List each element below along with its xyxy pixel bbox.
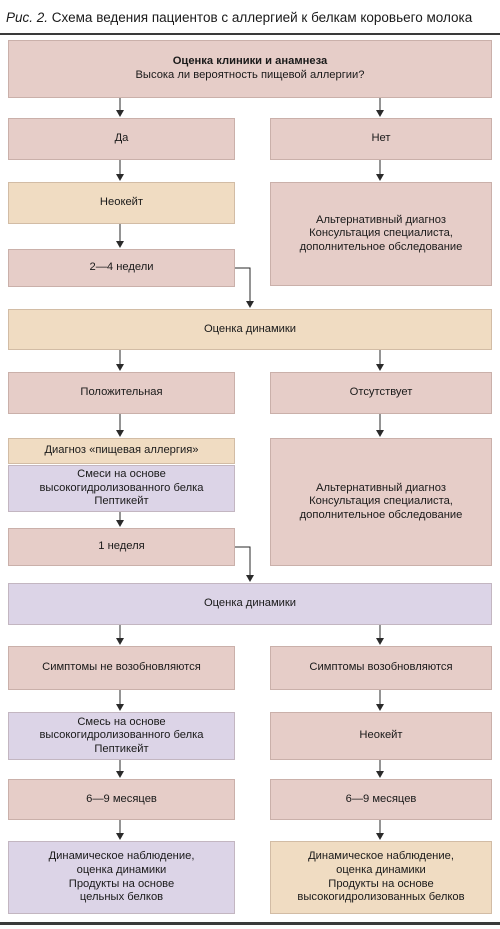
- mix-left-line2: высокогидролизованного белка: [39, 729, 204, 742]
- no-recur-label: Симптомы не возобновляются: [42, 661, 201, 674]
- alt1-line3: дополнительное обследование: [299, 240, 463, 253]
- dynamics-label-2: Оценка динамики: [203, 597, 297, 610]
- alternative-box-2: Альтернативный диагноз Консультация спец…: [270, 438, 492, 566]
- assessment-title: Оценка клиники и анамнеза: [172, 55, 328, 68]
- alternative-box-1: Альтернативный диагноз Консультация спец…: [270, 182, 492, 286]
- neocate-box-2: Неокейт: [270, 712, 492, 760]
- final-right-line3: Продукты на основе: [328, 877, 434, 890]
- alt1-line2: Консультация специалиста,: [309, 227, 453, 240]
- mix-left-line1: Смесь на основе: [77, 715, 166, 728]
- dynamics-label-1: Оценка динамики: [203, 322, 297, 335]
- bottom-divider: [0, 922, 500, 925]
- neocate-label-2: Неокейт: [359, 729, 403, 742]
- neocate-box-1: Неокейт: [8, 182, 235, 224]
- alt2-line3: дополнительное обследование: [299, 508, 463, 521]
- arrow-weeks-dynamics: [235, 267, 254, 308]
- no-box: Нет: [270, 118, 492, 160]
- mixes-line3: Пептикейт: [94, 495, 149, 508]
- recur-label: Симптомы возобновляются: [309, 661, 453, 674]
- title-divider: [0, 33, 500, 35]
- diagnosis-label: Диагноз «пищевая аллергия»: [44, 444, 199, 457]
- week-box: 1 неделя: [8, 528, 235, 566]
- assessment-question: Высока ли вероятность пищевой аллергии?: [135, 69, 365, 81]
- week-label: 1 неделя: [98, 540, 145, 553]
- final-left-line4: цельных белков: [79, 891, 164, 904]
- months-label-left: 6—9 месяцев: [86, 792, 157, 805]
- weeks-box: 2—4 недели: [8, 249, 235, 287]
- dynamics-box-1: Оценка динамики: [8, 309, 492, 350]
- neocate-label-1: Неокейт: [99, 196, 144, 209]
- figure-title-text: Схема ведения пациентов с аллергией к бе…: [51, 10, 473, 25]
- recur-box: Симптомы возобновляются: [270, 646, 492, 690]
- mix-left-box: Смесь на основе высокогидролизованного б…: [8, 712, 235, 760]
- final-right-line2: оценка динамики: [336, 863, 426, 876]
- mix-left-line3: Пептикейт: [94, 742, 149, 755]
- final-left-line1: Динамическое наблюдение,: [48, 850, 195, 863]
- no-label: Нет: [371, 132, 391, 145]
- final-right-line1: Динамическое наблюдение,: [308, 850, 454, 863]
- dynamics-box-2: Оценка динамики: [8, 583, 492, 625]
- final-box-left: Динамическое наблюдение, оценка динамики…: [8, 841, 235, 914]
- final-box-right: Динамическое наблюдение, оценка динамики…: [270, 841, 492, 914]
- alt2-line1: Альтернативный диагноз: [316, 481, 446, 494]
- alt2-line2: Консультация специалиста,: [309, 495, 453, 508]
- alt1-line1: Альтернативный диагноз: [316, 213, 446, 226]
- months-box-left: 6—9 месяцев: [8, 779, 235, 820]
- figure-title: Рис. 2. Схема ведения пациентов с аллерг…: [6, 6, 496, 30]
- assessment-box: Оценка клиники и анамнеза Высока ли веро…: [8, 40, 492, 98]
- final-right-line4: высокогидролизованных белков: [297, 891, 465, 904]
- weeks-label: 2—4 недели: [89, 261, 154, 274]
- mixes-box: Смеси на основе высокогидролизованного б…: [8, 465, 235, 512]
- absent-box: Отсутствует: [270, 372, 492, 414]
- months-label-right: 6—9 месяцев: [345, 792, 417, 805]
- positive-label: Положительная: [80, 386, 163, 399]
- mixes-line1: Смеси на основе: [77, 468, 166, 481]
- yes-label: Да: [114, 132, 129, 145]
- yes-box: Да: [8, 118, 235, 160]
- positive-box: Положительная: [8, 372, 235, 414]
- arrow-week-dynamics: [235, 546, 254, 582]
- final-left-line3: Продукты на основе: [68, 877, 175, 890]
- figure-label: Рис. 2.: [6, 10, 49, 25]
- no-recur-box: Симптомы не возобновляются: [8, 646, 235, 690]
- diagnosis-box: Диагноз «пищевая аллергия»: [8, 438, 235, 464]
- months-box-right: 6—9 месяцев: [270, 779, 492, 820]
- final-left-line2: оценка динамики: [76, 863, 167, 876]
- absent-label: Отсутствует: [349, 386, 413, 399]
- mixes-line2: высокогидролизованного белка: [39, 481, 204, 494]
